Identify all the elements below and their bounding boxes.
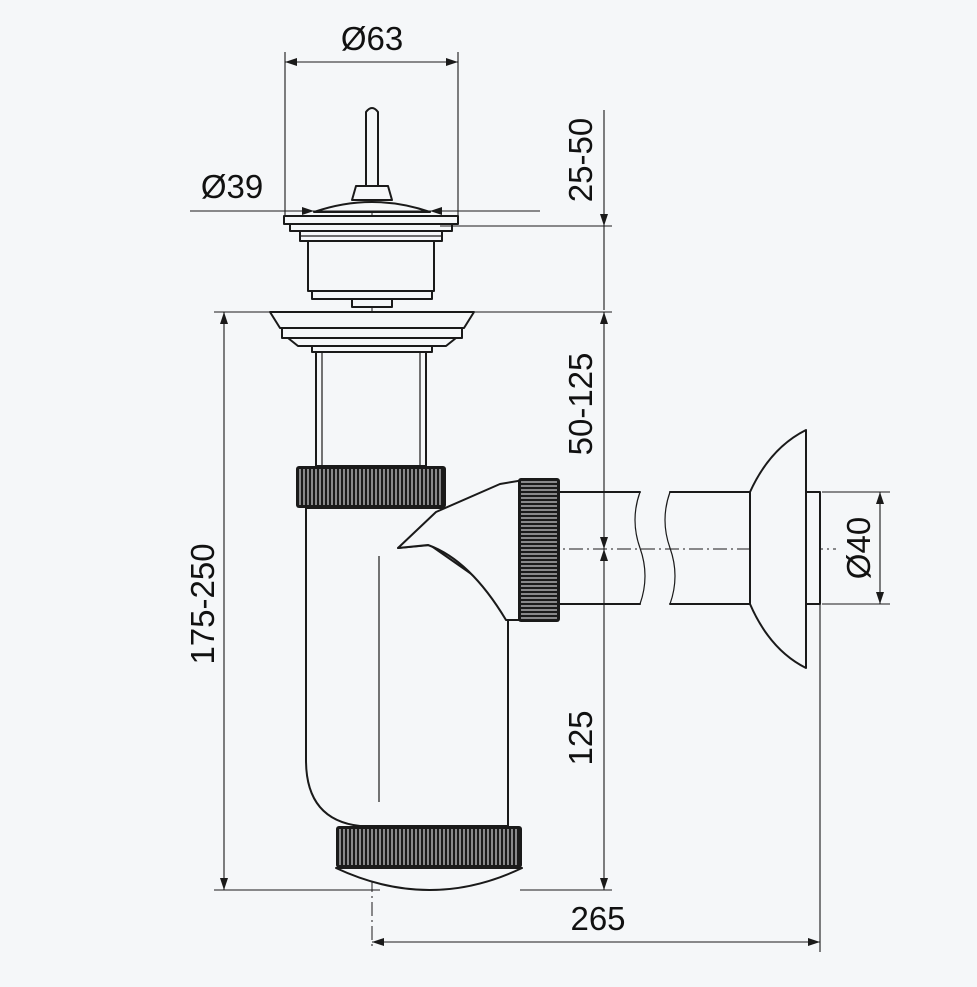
- plug-knob-collar: [351, 185, 393, 201]
- dim-outlet-height: 125: [520, 549, 612, 891]
- drain-plug: [283, 107, 459, 308]
- tailpiece-tube: [315, 351, 427, 467]
- dim-plug-diameter: Ø39: [190, 168, 540, 215]
- plug-pull-rod: [365, 107, 379, 193]
- label-outlet-diameter: Ø40: [840, 517, 877, 579]
- dim-horizontal-reach: 265: [372, 604, 821, 952]
- plug-body: [307, 240, 435, 292]
- bottom-cup-nut: [335, 826, 523, 891]
- label-horizontal-reach: 265: [570, 900, 625, 937]
- label-inlet-to-outlet: 50-125: [562, 353, 599, 456]
- label-plug-diameter: Ø39: [201, 168, 263, 205]
- label-inlet-diameter: Ø63: [341, 20, 403, 57]
- sink-flange: [269, 311, 475, 353]
- pipe-break-left: [634, 491, 646, 605]
- wall-pipe-stub: [805, 491, 821, 605]
- outlet-pipe: [559, 491, 753, 605]
- plug-flange: [283, 215, 459, 225]
- dim-outlet-diameter: Ø40: [822, 491, 890, 605]
- dim-total-height: 175-250: [184, 311, 380, 891]
- bottom-cup: [335, 867, 523, 891]
- label-plug-lift: 25-50: [562, 118, 599, 202]
- side-union-nut: [518, 478, 560, 622]
- dim-plug-lift: 25-50: [440, 110, 612, 310]
- top-union-nut: [296, 466, 446, 508]
- dim-inlet-to-outlet: 50-125: [468, 311, 612, 549]
- dim-inlet-diameter: Ø63: [284, 20, 459, 216]
- wall-rosette: [749, 429, 821, 669]
- label-outlet-height: 125: [562, 710, 599, 765]
- pipe-break-right: [664, 491, 676, 605]
- label-total-height: 175-250: [184, 543, 221, 664]
